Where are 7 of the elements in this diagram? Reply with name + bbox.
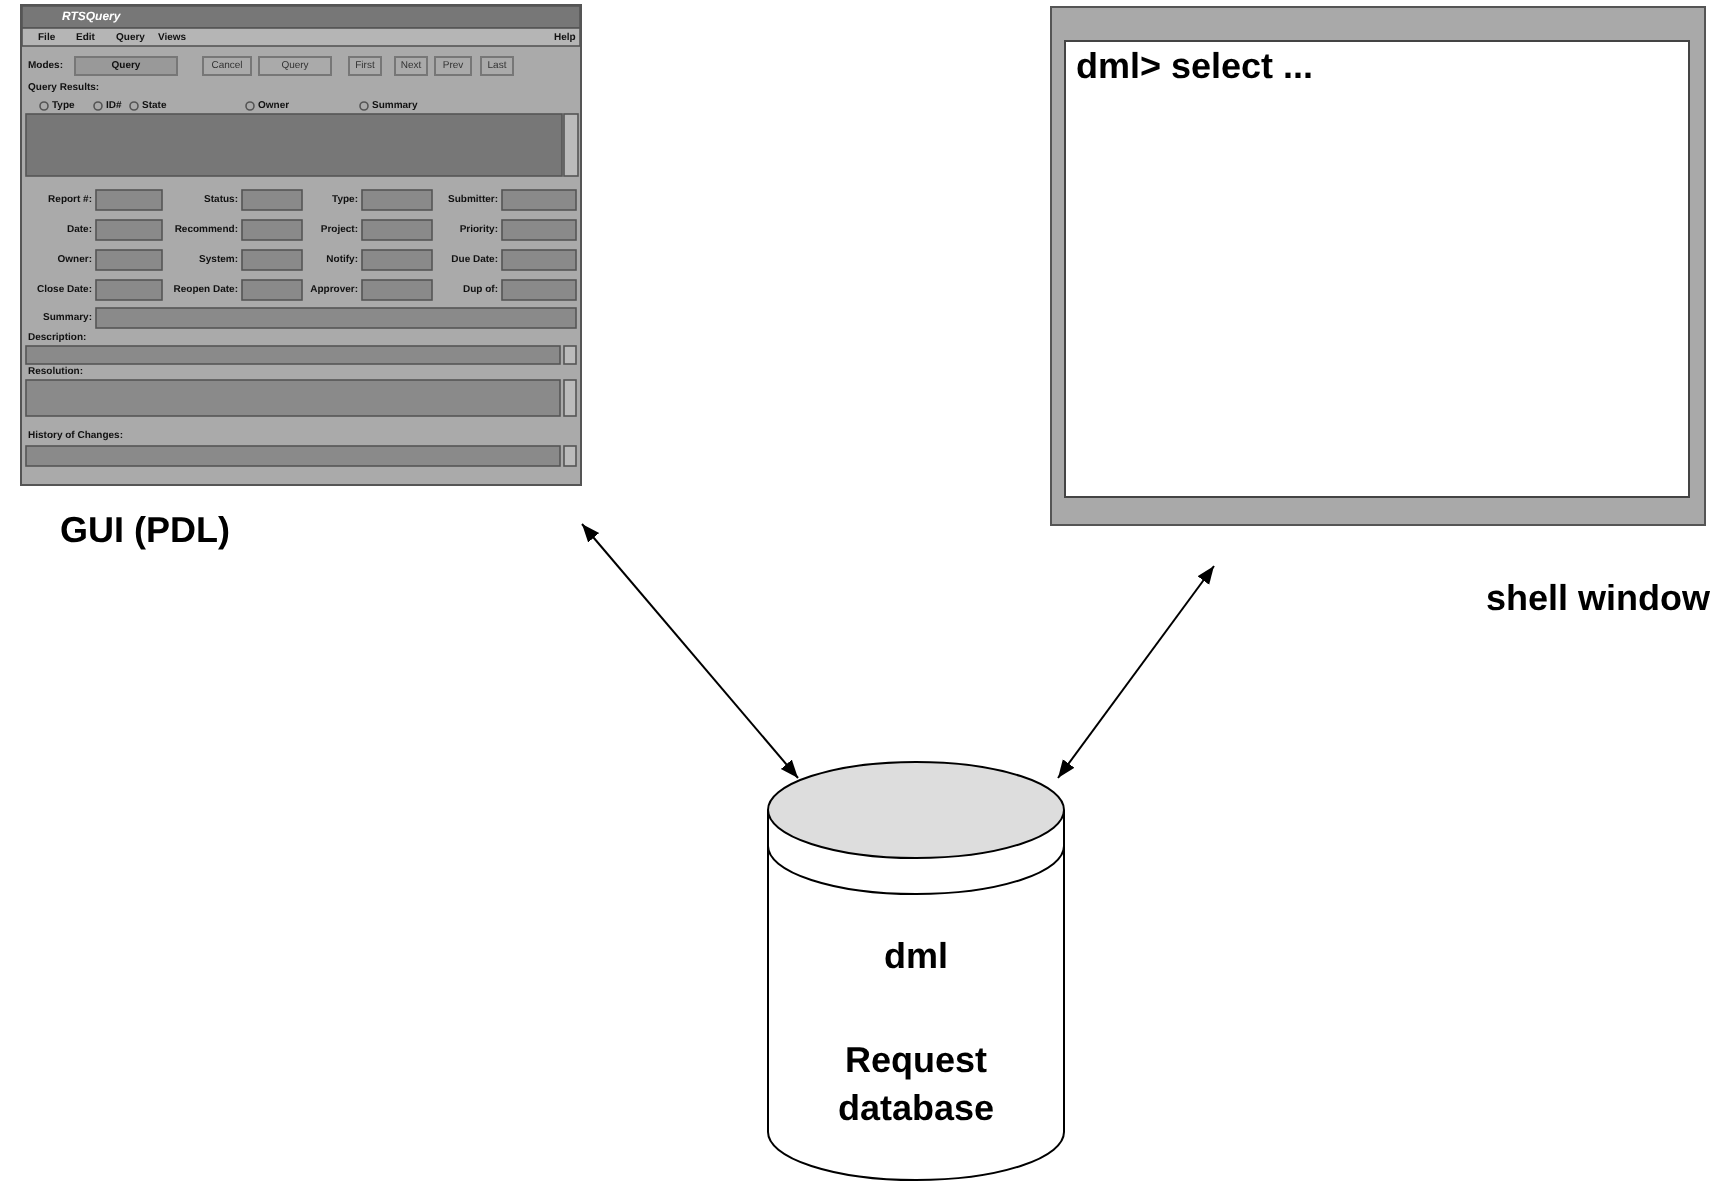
command-text: dml> select ... <box>1076 46 1314 88</box>
database-section-label: dml <box>881 936 950 978</box>
double-arrow <box>1057 565 1215 779</box>
window-caption: shell window <box>1485 578 1710 620</box>
database-label: Request database <box>835 1038 997 1132</box>
window-caption: GUI (PDL) <box>60 510 230 552</box>
double-arrow <box>581 523 799 779</box>
